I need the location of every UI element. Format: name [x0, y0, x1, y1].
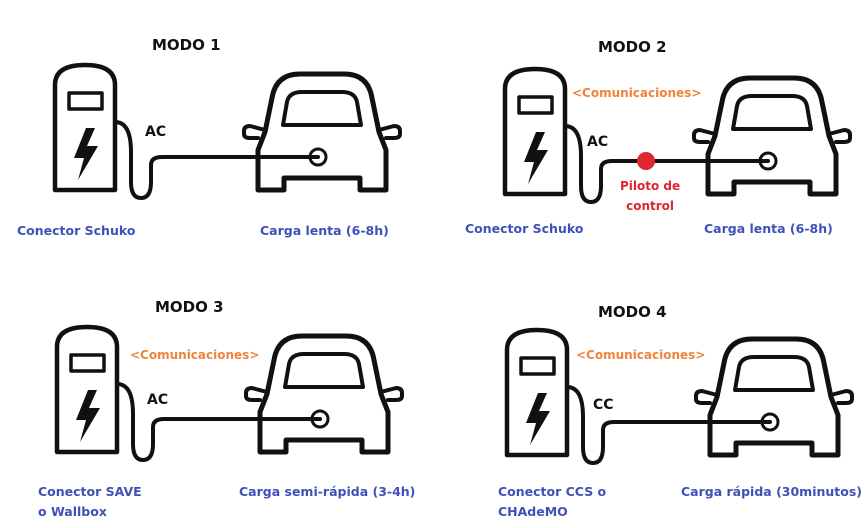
communications-label: <Comunicaciones> — [572, 86, 702, 100]
connector-label: Conector SAVE o Wallbox — [38, 484, 142, 519]
current-type-label: AC — [587, 134, 609, 150]
charging-station-icon — [52, 62, 118, 193]
pilot-control-label: Piloto de control — [620, 179, 681, 213]
pilot-control-dot — [637, 152, 655, 170]
charge-time-label: Carga lenta (6-8h) — [704, 221, 833, 236]
mode-3-panel: MODO 3 <Comunicaciones> AC Conector SAVE… — [2, 262, 435, 525]
current-type-label: AC — [147, 392, 169, 408]
mode-2-panel: MODO 2 <Comunicaciones> AC Piloto de con… — [450, 4, 867, 267]
current-type-label: CC — [593, 397, 614, 413]
communications-label: <Comunicaciones> — [576, 348, 706, 362]
car-front-icon — [244, 333, 404, 455]
charging-station-icon — [54, 324, 120, 455]
mode-1-panel: MODO 1 AC Conector Schuko Carga lenta (6… — [0, 0, 433, 263]
lightning-bolt-icon — [524, 132, 548, 184]
charging-cable — [113, 120, 320, 201]
mode-title: MODO 4 — [598, 303, 667, 321]
connector-label: Conector Schuko — [17, 223, 136, 238]
car-front-icon — [694, 336, 854, 458]
charge-time-label: Carga semi-rápida (3-4h) — [239, 484, 416, 499]
charge-time-label: Carga rápida (30minutos) — [681, 484, 863, 499]
mode-4-diagram — [504, 327, 854, 466]
lightning-bolt-icon — [76, 390, 100, 442]
charging-cable — [565, 385, 772, 466]
connector-label: Conector Schuko — [465, 221, 584, 236]
mode-2-diagram — [502, 66, 852, 205]
lightning-bolt-icon — [74, 128, 98, 180]
charging-cable — [563, 124, 770, 205]
charging-station-icon — [502, 66, 568, 197]
mode-1-diagram — [52, 62, 402, 201]
charge-time-label: Carga lenta (6-8h) — [260, 223, 389, 238]
mode-title: MODO 3 — [155, 298, 224, 316]
lightning-bolt-icon — [526, 393, 550, 445]
communications-label: <Comunicaciones> — [130, 348, 260, 362]
car-front-icon — [692, 75, 852, 197]
connector-label: Conector CCS o CHAdeMO — [498, 484, 607, 519]
mode-title: MODO 1 — [152, 36, 221, 54]
charging-cable — [115, 382, 322, 463]
mode-3-diagram — [54, 324, 404, 463]
current-type-label: AC — [145, 124, 167, 140]
charging-station-icon — [504, 327, 570, 458]
mode-title: MODO 2 — [598, 38, 667, 56]
mode-4-panel: MODO 4 <Comunicaciones> CC Conector CCS … — [452, 265, 867, 528]
car-front-icon — [242, 71, 402, 193]
